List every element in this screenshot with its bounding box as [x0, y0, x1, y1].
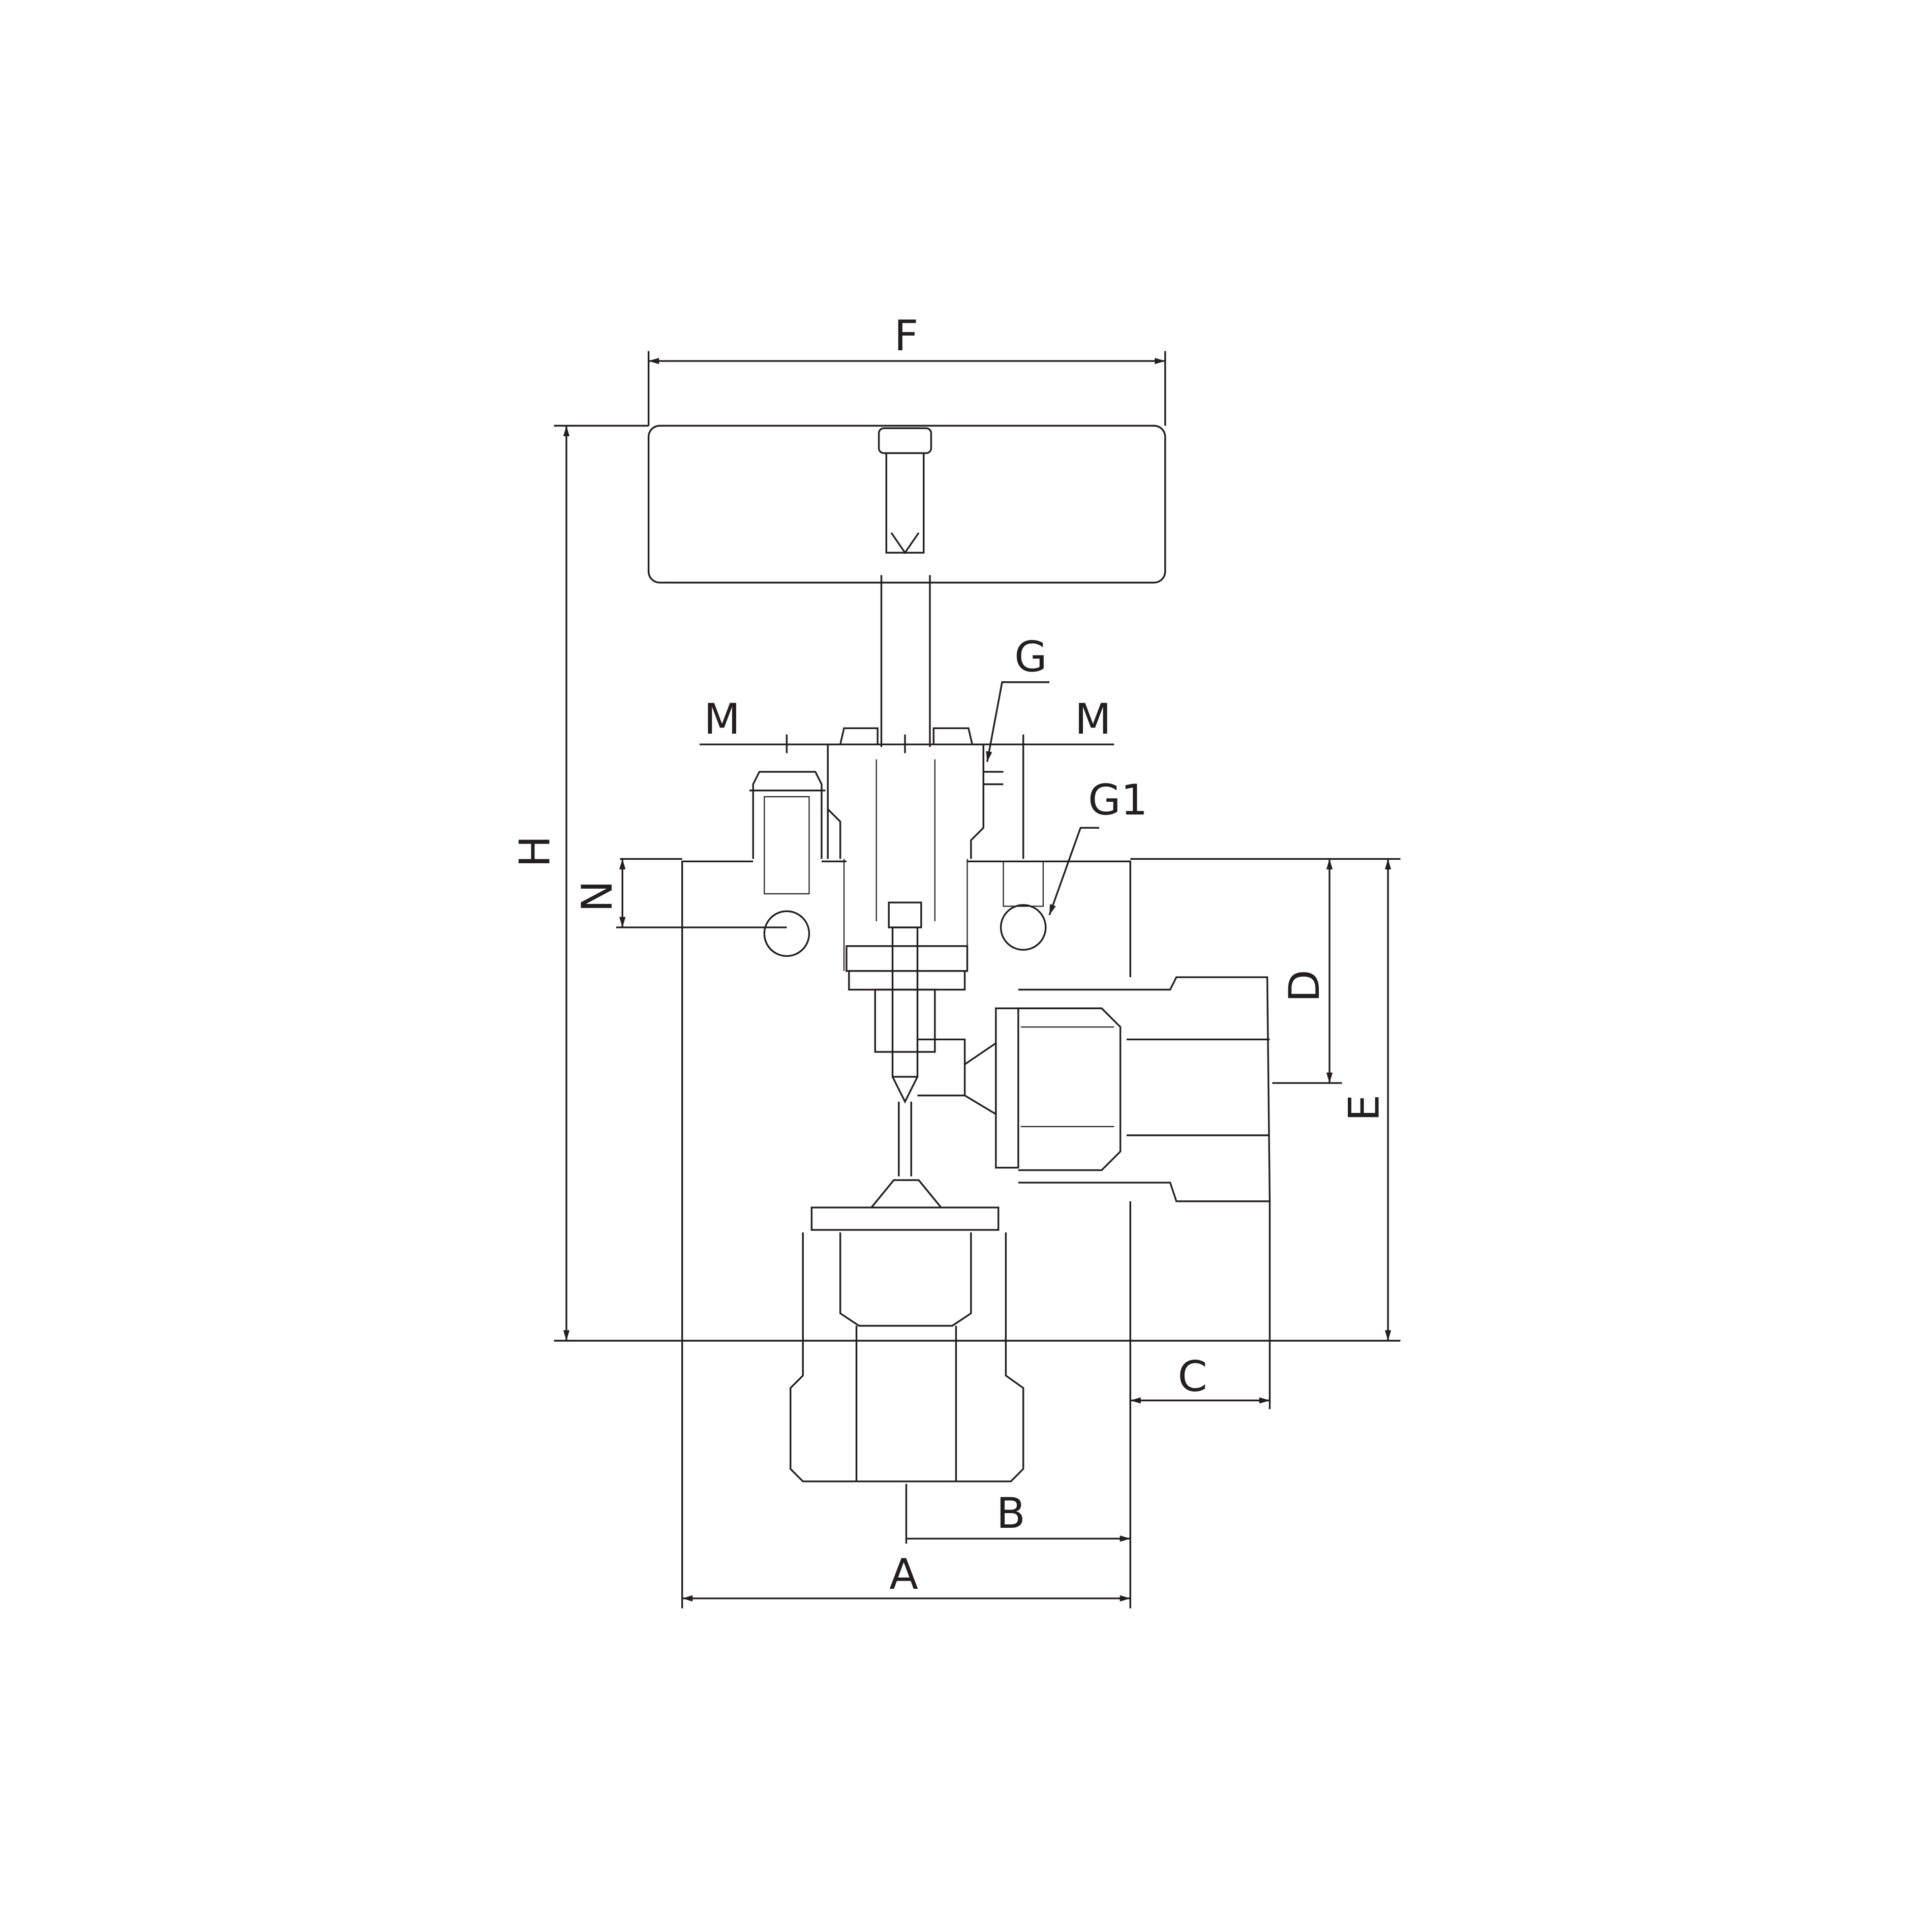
- ball-right: [1000, 904, 1047, 951]
- label-n: N: [572, 881, 622, 912]
- label-f: F: [894, 311, 919, 360]
- label-e: E: [1339, 1095, 1388, 1122]
- label-g1: G1: [1088, 775, 1148, 825]
- label-b: B: [997, 1489, 1025, 1538]
- label-g: G: [1014, 632, 1047, 682]
- handle: [647, 425, 1166, 584]
- label-h: H: [510, 835, 560, 867]
- bonnet: [827, 727, 1004, 1176]
- ball-left: [763, 910, 810, 957]
- mounting-screw-left: [749, 771, 826, 957]
- dimension-lines: [554, 351, 1392, 1609]
- label-m-left: M: [704, 695, 740, 744]
- label-c: C: [1178, 1352, 1208, 1401]
- valve-body: [554, 858, 1401, 1342]
- side-port-fitting: [995, 976, 1271, 1202]
- bottom-port-fitting: [790, 1179, 1024, 1483]
- label-m-right: M: [1075, 695, 1111, 744]
- label-d: D: [1280, 970, 1329, 1002]
- mounting-hole-right: [1000, 861, 1047, 951]
- stem: [880, 575, 931, 747]
- label-a: A: [889, 1550, 918, 1599]
